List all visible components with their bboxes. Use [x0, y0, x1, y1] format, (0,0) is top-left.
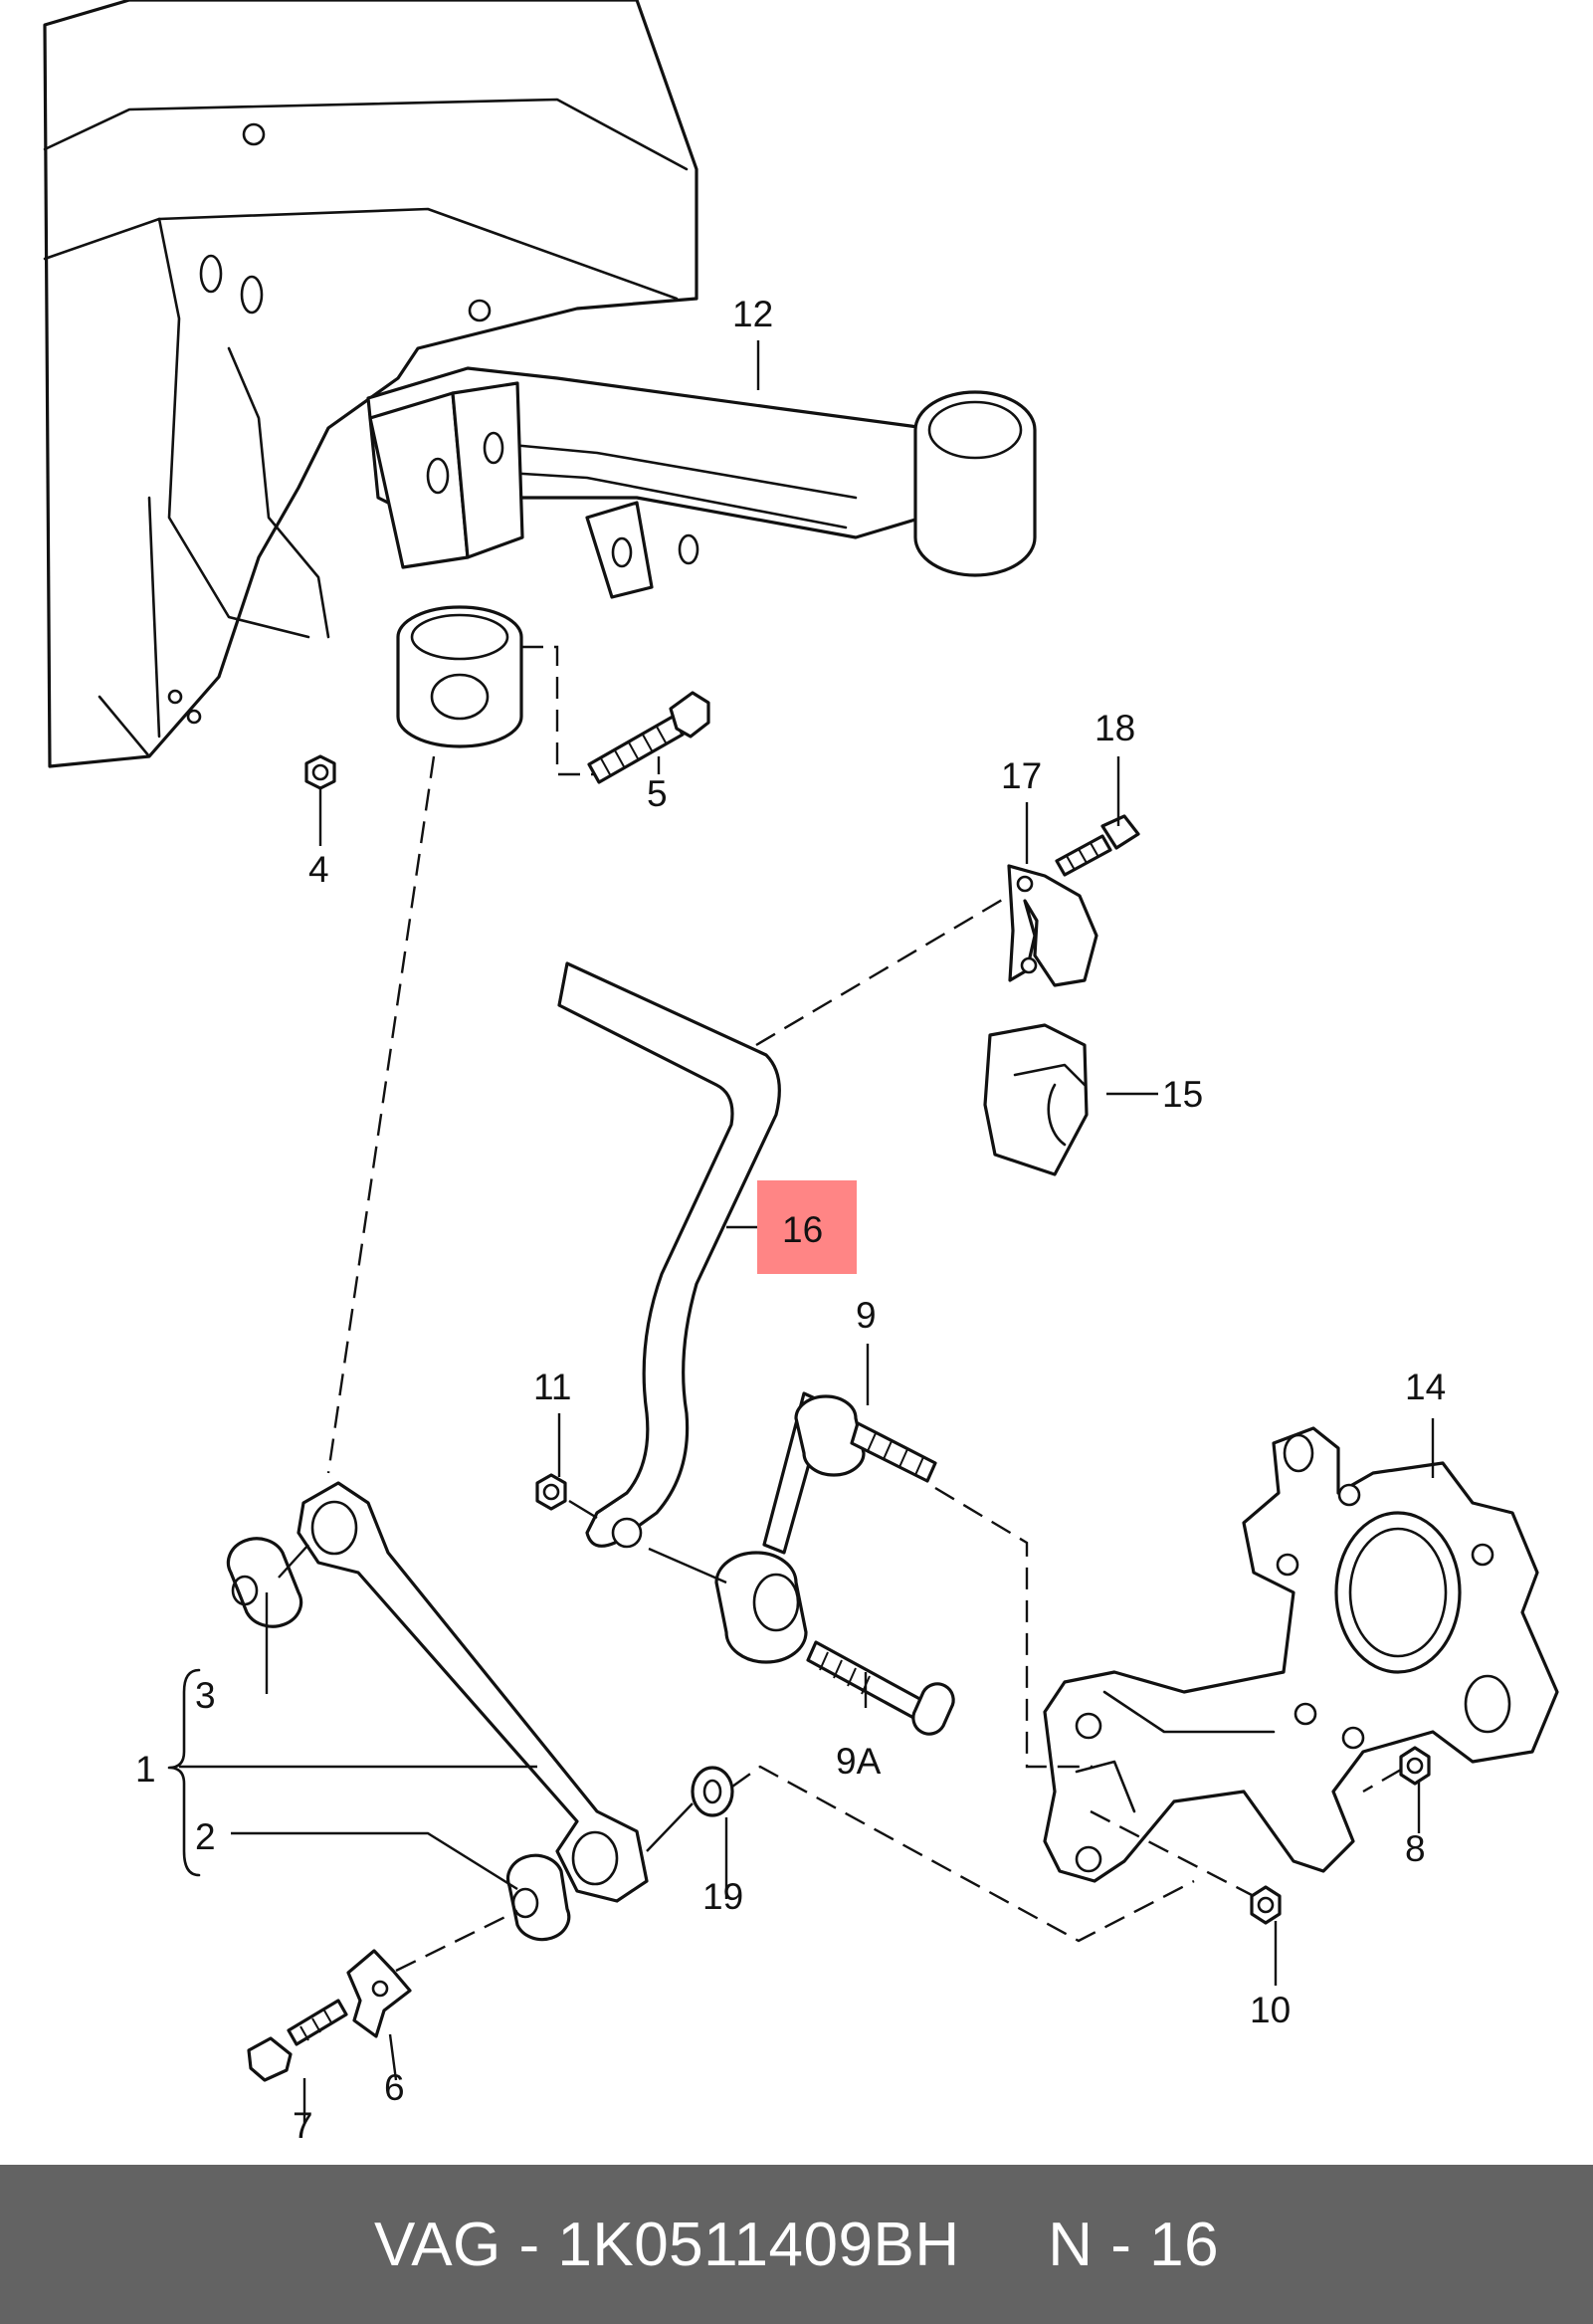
lower-arm-1	[297, 1481, 649, 1903]
guide-line-arm-to-housing	[731, 1765, 1195, 1943]
callout-9a: 9A	[836, 1741, 882, 1782]
nut-11	[535, 1473, 567, 1511]
wheel-bearing-housing-14	[1043, 1426, 1559, 1883]
bushing-3	[226, 1537, 303, 1628]
callout-17: 17	[1001, 755, 1042, 796]
subframe	[43, 0, 698, 768]
callout-2: 2	[195, 1816, 216, 1857]
exploded-parts-diagram: 1 2 3 4 5 6 7 8 9 9A 10 11 12 14 15 16 1…	[43, 0, 1559, 2146]
stabilizer-bar-16	[557, 961, 781, 1549]
callout-1: 1	[135, 1749, 156, 1790]
part-number-text: VAG - 1K0511409BH N - 16	[373, 2210, 1220, 2279]
guide-line-rod-to-housing	[934, 1486, 1093, 1769]
nut-8	[1399, 1746, 1431, 1786]
callout-19: 19	[702, 1876, 743, 1917]
callout-15: 15	[1162, 1074, 1203, 1115]
coupling-rod-9	[714, 1391, 937, 1664]
callout-4: 4	[308, 849, 329, 890]
bolt-7	[247, 1999, 348, 2082]
nut-4	[304, 754, 336, 790]
highlight-box-16	[757, 1180, 857, 1274]
guide-line-washer-19	[646, 1802, 694, 1852]
callout-8: 8	[1405, 1828, 1426, 1869]
bushing-2	[505, 1853, 571, 1942]
guide-line-bolt-5	[521, 645, 597, 776]
guide-line-mount-to-arm	[326, 755, 436, 1474]
callout-10: 10	[1250, 1990, 1291, 2030]
callout-11: 11	[533, 1367, 571, 1407]
bolt-18	[1055, 814, 1140, 877]
callout-12: 12	[732, 294, 773, 334]
callout-5: 5	[647, 773, 668, 814]
guide-line-nut-11	[568, 1499, 727, 1585]
callout-6: 6	[384, 2067, 405, 2108]
bracket-17	[1007, 864, 1098, 987]
guide-line-bracket-to-bar	[755, 894, 1010, 1047]
nut-10	[1250, 1885, 1282, 1925]
bolt-5	[587, 691, 710, 784]
guide-line-bushing-3	[278, 1544, 309, 1579]
callout-18: 18	[1095, 708, 1135, 748]
eccentric-washer-6	[346, 1949, 412, 2038]
callout-9: 9	[856, 1295, 877, 1336]
callout-16: 16	[782, 1209, 823, 1250]
guide-line-nut-8	[1362, 1768, 1402, 1794]
guide-line-housing-to-nut-10	[1090, 1809, 1253, 1897]
upper-control-arm-12	[366, 366, 1037, 599]
washer-19	[691, 1766, 734, 1817]
callout-14: 14	[1405, 1367, 1446, 1407]
subframe-mount-bushing	[396, 605, 523, 748]
callout-3: 3	[195, 1675, 216, 1716]
callout-leaders	[167, 340, 1435, 2124]
part-number-footer: VAG - 1K0511409BH N - 16	[0, 2165, 1593, 2324]
guide-line-washer-to-bolt	[395, 1909, 518, 1973]
bolt-9a	[806, 1640, 955, 1736]
callout-7: 7	[293, 2105, 313, 2146]
bushing-15	[983, 1023, 1089, 1176]
